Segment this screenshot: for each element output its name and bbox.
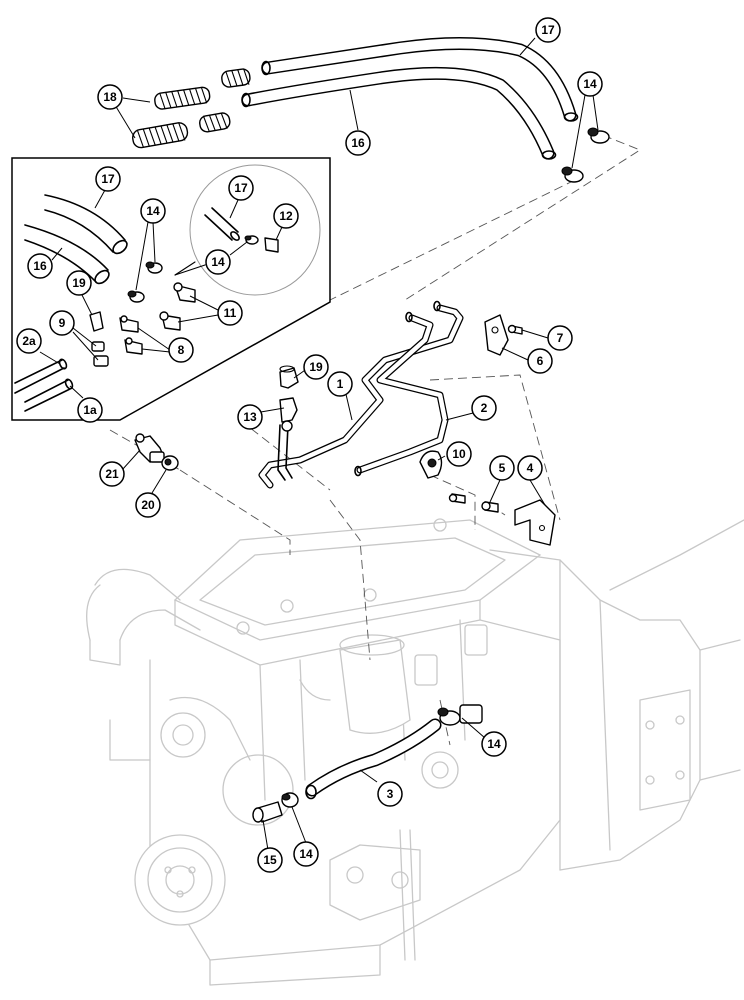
svg-text:16: 16 <box>351 136 365 150</box>
callout-14-detail: 14 <box>205 249 231 275</box>
callout-13: 13 <box>237 404 263 430</box>
callout-20: 20 <box>135 492 161 518</box>
callout-4: 4 <box>517 455 543 481</box>
valve-21 <box>134 433 166 463</box>
callout-14-right: 14 <box>481 731 507 757</box>
svg-text:14: 14 <box>583 77 597 91</box>
hose-clamp-14-right <box>437 704 483 726</box>
callout-14-top: 14 <box>577 71 603 97</box>
svg-text:1a: 1a <box>83 403 97 417</box>
svg-text:11: 11 <box>224 306 237 320</box>
radiator-hose-16 <box>241 66 557 160</box>
hose-clamp-14-bottom <box>281 792 299 808</box>
coolant-pipe-2 <box>354 311 449 477</box>
callout-8: 8 <box>168 337 194 363</box>
svg-text:6: 6 <box>537 354 544 368</box>
screw-7 <box>507 324 523 335</box>
bolt <box>448 493 466 504</box>
svg-text:20: 20 <box>141 498 155 512</box>
fitting-15 <box>252 801 283 823</box>
spiral-hose-guard-18 <box>132 68 251 149</box>
engine-block-ghost <box>86 518 744 986</box>
svg-text:15: 15 <box>263 853 277 867</box>
svg-text:8: 8 <box>178 343 185 357</box>
bolt-5 <box>481 501 499 513</box>
svg-text:12: 12 <box>279 209 293 223</box>
callout-5: 5 <box>489 455 515 481</box>
callout-7: 7 <box>547 325 573 351</box>
callout-17-inset: 17 <box>95 166 121 192</box>
svg-text:21: 21 <box>105 467 119 481</box>
leader-lines <box>39 37 599 851</box>
callout-14-bottom: 14 <box>293 841 319 867</box>
pipe-clamp-10 <box>419 450 443 479</box>
callout-17-top: 17 <box>535 17 561 43</box>
callout-19-inset: 19 <box>66 270 92 296</box>
callout-10: 10 <box>446 441 472 467</box>
svg-text:19: 19 <box>309 360 323 374</box>
svg-text:17: 17 <box>101 172 115 186</box>
callout-2: 2 <box>471 395 497 421</box>
svg-text:14: 14 <box>487 737 501 751</box>
svg-text:7: 7 <box>557 331 564 345</box>
svg-text:3: 3 <box>387 787 394 801</box>
callout-16-inset: 16 <box>27 253 53 279</box>
svg-text:2: 2 <box>481 401 488 415</box>
svg-text:13: 13 <box>243 410 257 424</box>
nut-20 <box>161 455 179 471</box>
svg-text:5: 5 <box>499 461 506 475</box>
svg-text:10: 10 <box>452 447 466 461</box>
svg-text:14: 14 <box>146 204 160 218</box>
callout-15: 15 <box>257 847 283 873</box>
svg-text:17: 17 <box>541 23 555 37</box>
coolant-hose-3 <box>305 718 442 800</box>
coolant-pipe-1 <box>258 300 464 489</box>
callout-17-detail: 17 <box>228 175 254 201</box>
callout-16-top: 16 <box>345 130 371 156</box>
bracket-6 <box>484 314 509 356</box>
callout-2a: 2a <box>16 328 42 354</box>
svg-text:14: 14 <box>211 255 225 269</box>
callout-1: 1 <box>327 371 353 397</box>
callout-11: 11 <box>217 300 243 326</box>
cap-19 <box>279 365 299 389</box>
svg-text:14: 14 <box>299 847 313 861</box>
callout-3: 3 <box>377 781 403 807</box>
svg-text:1: 1 <box>337 377 344 391</box>
callout-18: 18 <box>97 84 123 110</box>
hose-clamp-14-top <box>561 127 610 183</box>
svg-text:17: 17 <box>234 181 248 195</box>
svg-text:16: 16 <box>33 259 47 273</box>
callout-19: 19 <box>303 354 329 380</box>
bracket-4 <box>514 499 556 546</box>
svg-text:2a: 2a <box>22 334 36 348</box>
svg-text:4: 4 <box>527 461 534 475</box>
callout-14-inset: 14 <box>140 198 166 224</box>
svg-text:18: 18 <box>103 90 117 104</box>
svg-text:19: 19 <box>72 276 86 290</box>
callout-1a: 1a <box>77 397 103 423</box>
radiator-hose-17 <box>261 36 579 122</box>
callout-9: 9 <box>49 310 75 336</box>
elbow-fitting-13 <box>277 397 298 481</box>
svg-text:9: 9 <box>59 316 66 330</box>
callout-21: 21 <box>99 461 125 487</box>
callout-6: 6 <box>527 348 553 374</box>
callout-12: 12 <box>273 203 299 229</box>
